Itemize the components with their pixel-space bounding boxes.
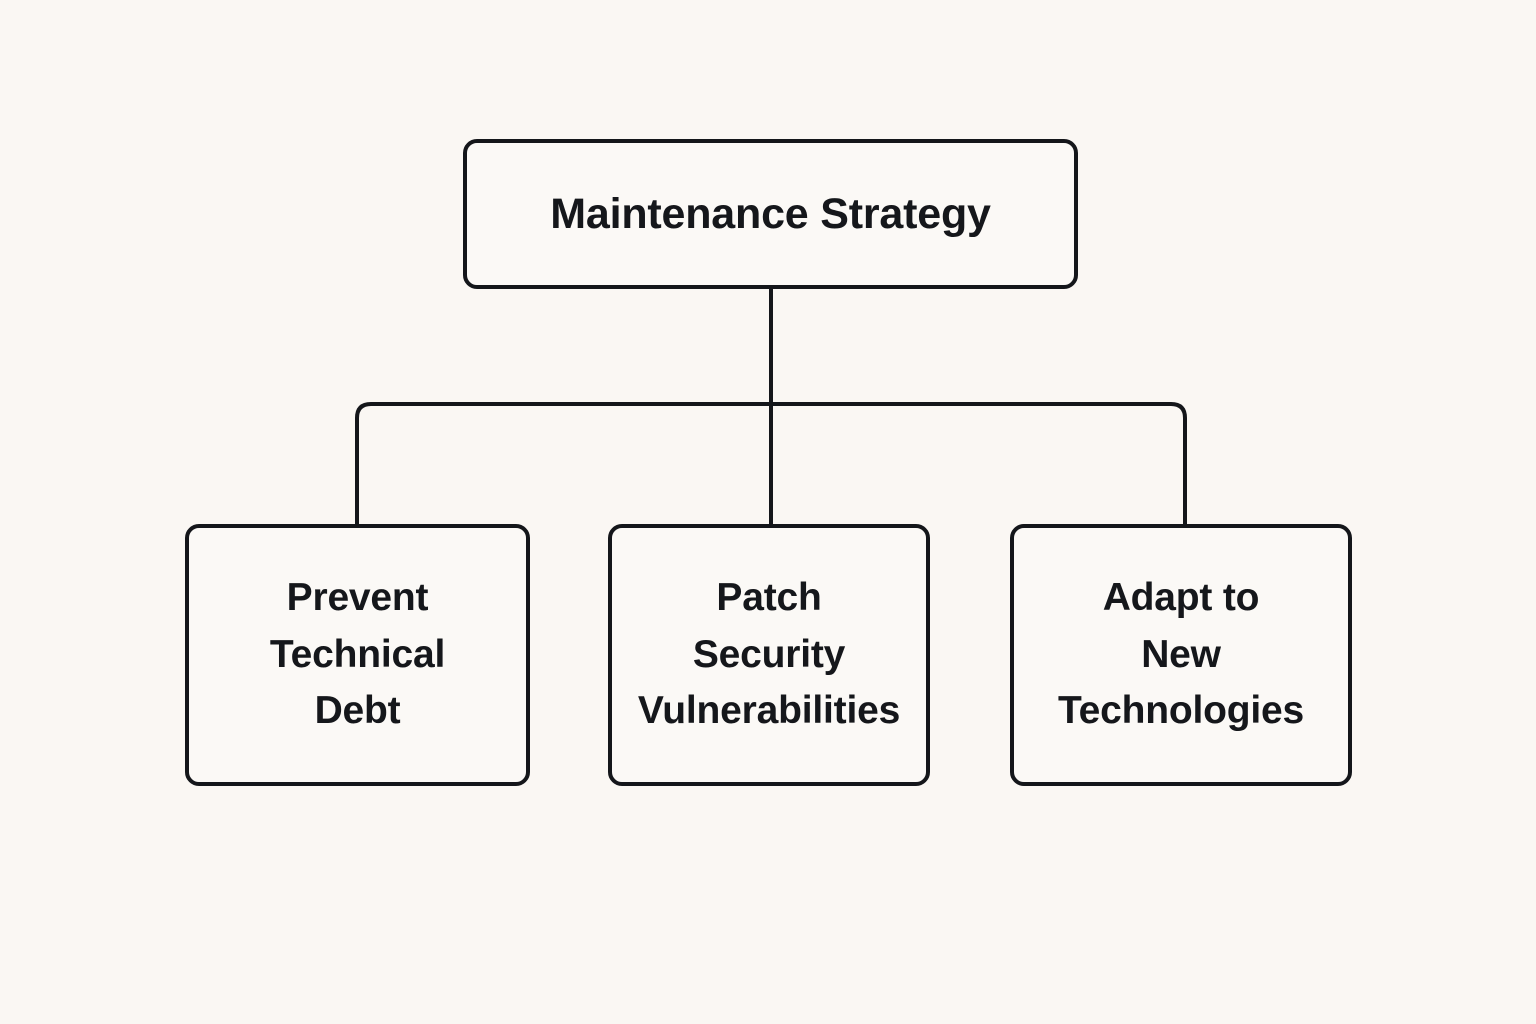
node-child-label: Prevent Technical Debt [269,576,446,733]
connector-bus-left [355,402,771,524]
node-root-label: Maintenance Strategy [550,189,991,238]
node-patch-security-vulnerabilities[interactable]: Patch Security Vulnerabilities [608,524,930,786]
node-child-label: Adapt to New Technologies [1057,576,1305,733]
node-adapt-to-new-technologies[interactable]: Adapt to New Technologies [1010,524,1352,786]
node-child-label: Patch Security Vulnerabilities [637,576,901,733]
node-root[interactable]: Maintenance Strategy [463,139,1078,289]
node-prevent-technical-debt[interactable]: Prevent Technical Debt [185,524,530,786]
connector-bus-right [771,402,1187,524]
